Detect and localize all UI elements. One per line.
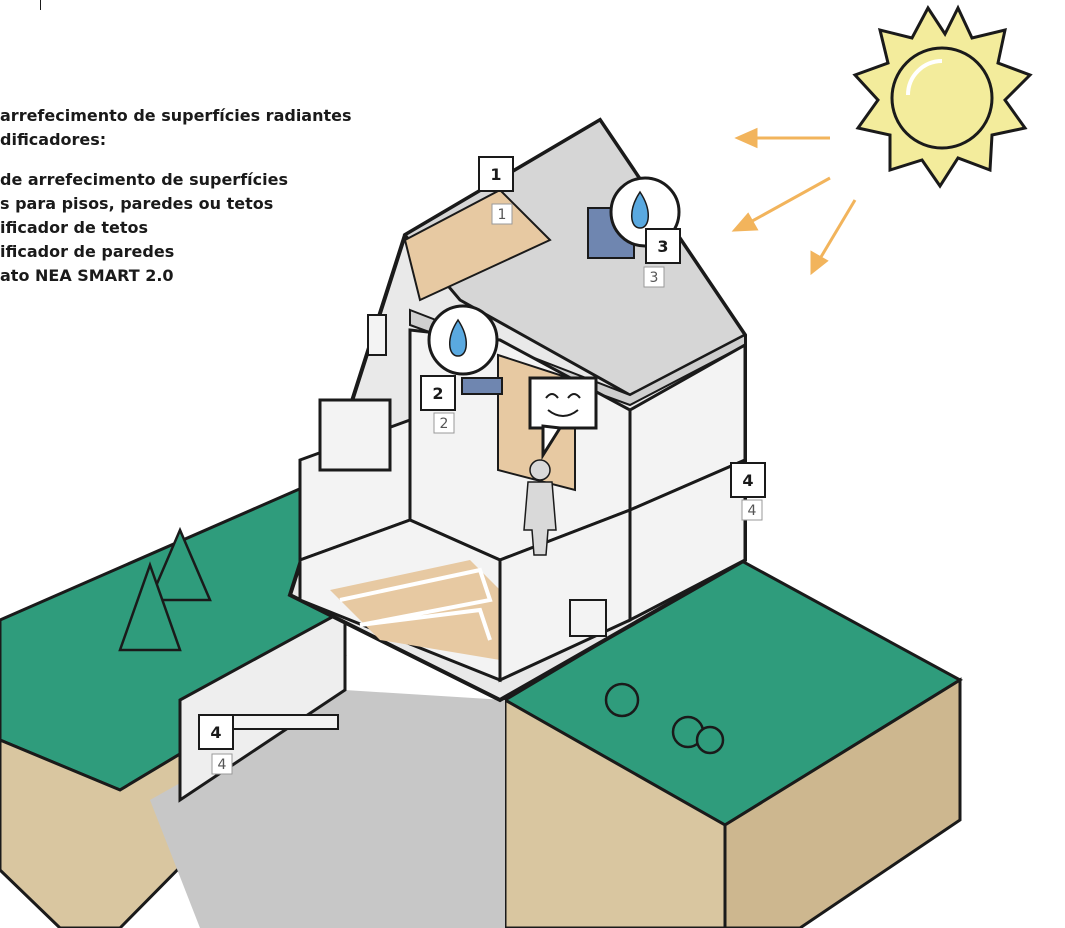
- callout-1: 1: [478, 156, 514, 192]
- legend-item-3: ificador de tetos: [0, 216, 352, 240]
- water-drop-icon-2: [429, 306, 497, 374]
- sun-icon: [855, 8, 1030, 186]
- callout-2: 2: [420, 375, 456, 411]
- legend-item-5: ato NEA SMART 2.0: [0, 264, 352, 288]
- callout-4-basement: 4: [198, 714, 234, 750]
- legend-heading-line2: dificadores:: [0, 128, 352, 152]
- wall-label-4b: 4: [218, 757, 227, 773]
- wall-label-2: 2: [440, 416, 449, 432]
- wall-label-3: 3: [650, 270, 659, 286]
- legend: arrefecimento de superfícies radiantes d…: [0, 104, 352, 288]
- legend-item-4: ificador de paredes: [0, 240, 352, 264]
- callout-4-right: 4: [730, 462, 766, 498]
- wall-label-4a: 4: [748, 503, 757, 519]
- manifold: [228, 715, 338, 729]
- wall-label-1: 1: [498, 207, 507, 223]
- control-box: [570, 600, 606, 636]
- sun-ray-arrows: [735, 130, 855, 272]
- legend-item-1: de arrefecimento de superfícies: [0, 168, 352, 192]
- ceiling-dehumidifier: [462, 378, 502, 394]
- legend-item-2: s para pisos, paredes ou tetos: [0, 192, 352, 216]
- legend-heading-line1: arrefecimento de superfícies radiantes: [0, 104, 352, 128]
- callout-3: 3: [645, 228, 681, 264]
